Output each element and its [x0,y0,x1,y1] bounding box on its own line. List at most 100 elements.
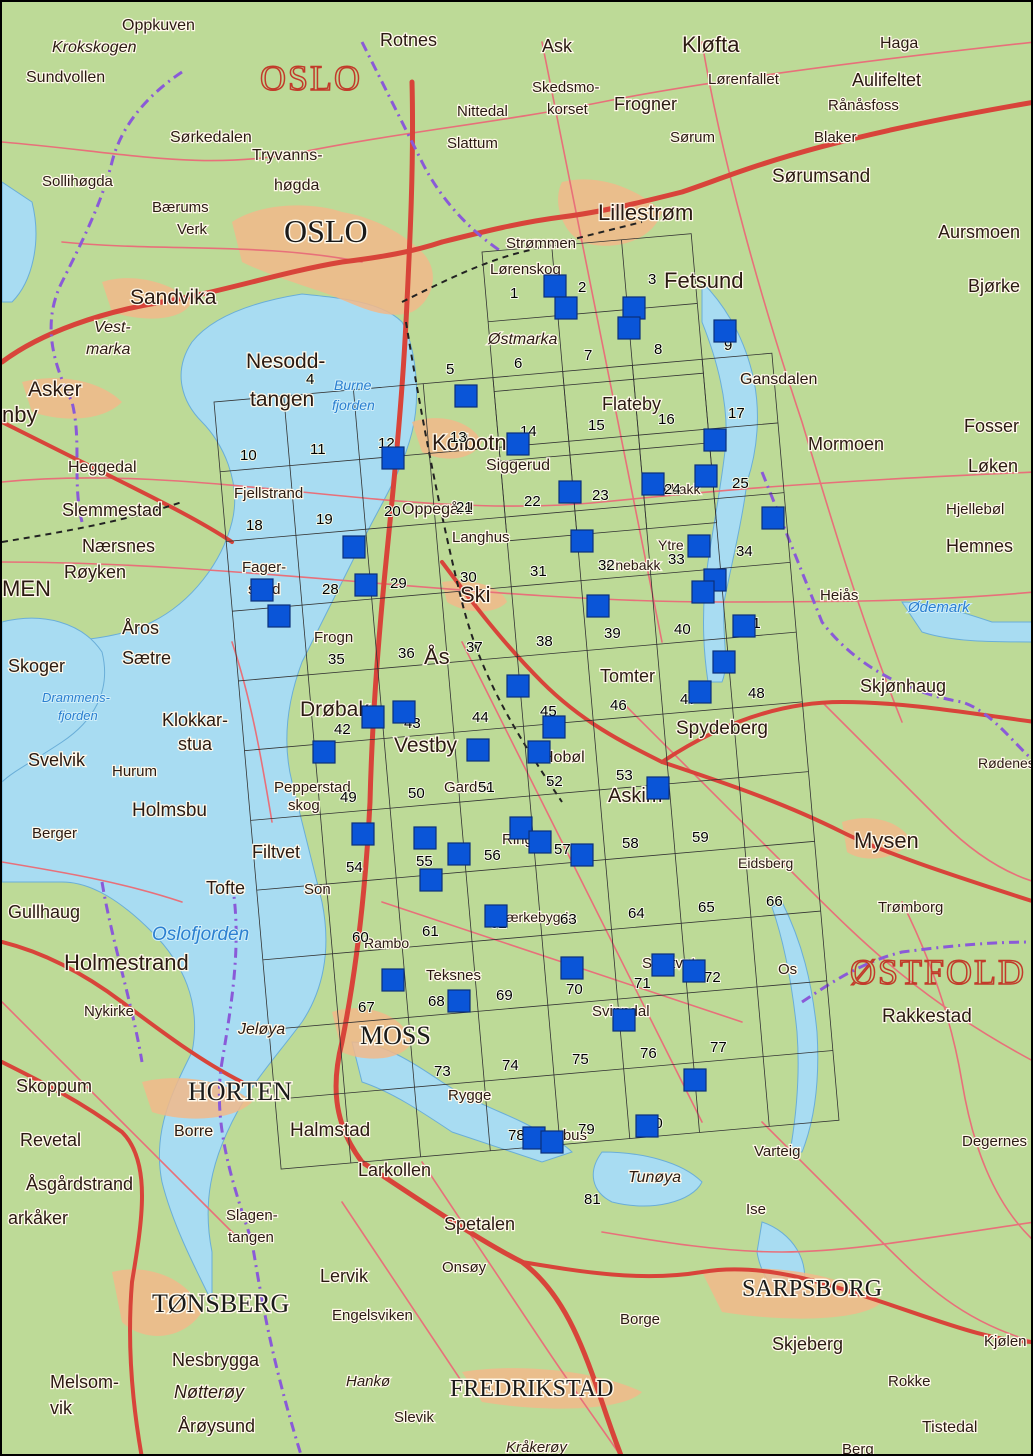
grid-cell-number: 28 [322,581,339,598]
place-name-label: Fosser [964,416,1019,436]
grid-cell-number: 30 [460,569,477,586]
place-name-label: Bjørke [968,276,1020,296]
place-name-label: Rotnes [380,30,437,50]
place-name-label: tangen [228,1229,274,1246]
grid-cell-number: 53 [616,767,633,784]
place-name-label: Fetsund [664,268,744,293]
grid-cell-number: 1 [510,285,518,302]
place-name-label: Krokskogen [52,39,137,56]
place-name-label: Tryvanns- [252,147,323,164]
region-label: ØSTFOLD [850,952,1026,992]
water-name-label: Ødemark [907,599,971,616]
city-labels: OSLO [283,212,370,251]
place-name-label: Rygge [448,1087,491,1104]
sample-site-marker [691,580,715,604]
place-name-label: Skoger [8,656,65,676]
place-name-label: Drøbak [300,698,369,721]
grid-cell-number: 33 [668,551,685,568]
place-name-label: Tunøya [628,1169,681,1186]
sample-site-marker [466,738,490,762]
place-name-label: Vest- [94,319,131,336]
grid-cell-number: 72 [704,969,721,986]
place-name-label: Melsom- [50,1372,119,1392]
grid-cell-number: 61 [422,923,439,940]
grid-cell-number: 23 [592,487,609,504]
place-name-label: Årøysund [178,1416,255,1436]
sample-site-marker [617,316,641,340]
place-name-label: Tistedal [922,1419,977,1436]
place-name-label: Heggedal [68,459,137,476]
kolbotn-urban [412,418,482,459]
sarpsborg-urban [702,1268,882,1319]
grid-cell-number: 46 [610,697,627,714]
grid-cell-number: 32 [598,557,615,574]
sample-site-marker [392,700,416,724]
place-name-label: Sørumsand [772,166,870,187]
county-boundaries [49,41,1031,1454]
sample-site-marker [622,296,646,320]
grid-cell-number: 64 [628,905,645,922]
place-name-label: Spetalen [444,1214,515,1234]
place-name-label: Oppkuven [122,17,195,34]
place-name-label: Berg [842,1441,874,1456]
grid-cell-number: 21 [456,499,473,516]
place-name-label: Filtvet [252,842,300,862]
sample-site-marker [570,843,594,867]
sample-site-marker [361,705,385,729]
grid-cell-number: 11 [310,441,326,458]
sample-site-marker [542,715,566,739]
place-name-label: Onsøy [442,1259,487,1276]
moss-urban [332,1008,412,1059]
place-name-label: Kråkerøy [506,1439,568,1456]
sample-site-marker [713,319,737,343]
place-name-label: Lørenskog [490,261,561,278]
grid-cell-number: 59 [692,829,709,846]
place-name-label: Mormoen [808,434,884,454]
grid-cell-number: 2 [578,279,586,296]
sample-site-marker [312,740,336,764]
place-name-label: Røyken [64,562,126,582]
sample-site-marker [694,464,718,488]
grid-cell-number: 5 [446,361,454,378]
place-name-label: Ytre [658,537,684,553]
place-name-label: Larkollen [358,1160,431,1180]
place-name-label: Sørum [670,129,715,146]
sample-site-marker [688,680,712,704]
place-name-label: Aursmoen [938,222,1020,242]
place-name-label: Tofte [206,878,245,898]
grid-cell-number: 35 [328,651,345,668]
grid-cell-number: 69 [496,987,513,1004]
place-name-label: Østmarka [487,331,557,348]
grid-cell-number: 66 [766,893,783,910]
water-name-label: Drammens- [42,690,111,705]
place-name-label: Lillestrøm [598,200,693,225]
place-name-label: vik [50,1398,73,1418]
tonsberg-urban [112,1269,202,1336]
grid-cell-number: 71 [634,975,651,992]
place-name-label: Gansdalen [740,371,817,388]
lake-left-edge [2,181,37,303]
water-name-label: fjorden [58,708,98,723]
grid-cell-number: 25 [732,475,749,492]
grid-cell-number: 73 [434,1063,451,1080]
sample-site-marker [509,816,533,840]
grid-cell-number: 51 [478,779,495,796]
place-name-label: MOSS [360,1021,431,1050]
place-name-label: Heiås [820,587,858,604]
grid-cell-number: 4 [306,371,314,388]
sample-site-marker [351,822,375,846]
place-name-label: Hurum [112,763,157,780]
sample-site-marker [712,650,736,674]
place-name-label: Sollihøgda [42,173,114,190]
place-name-label: Enebakk [606,557,661,573]
place-name-label: Hemnes [946,536,1013,556]
sample-site-marker [651,953,675,977]
grid-cell-number: 37 [466,639,483,656]
place-name-label: Pepperstad [274,779,351,796]
place-name-label: Kløfta [682,32,740,57]
left-fjord-water [2,617,106,783]
place-name-label: Holmsbu [132,800,207,821]
place-name-label: Nesbrygga [172,1350,260,1370]
place-name-label: Jeløya [237,1021,285,1038]
grid-cell-number: 22 [524,493,541,510]
